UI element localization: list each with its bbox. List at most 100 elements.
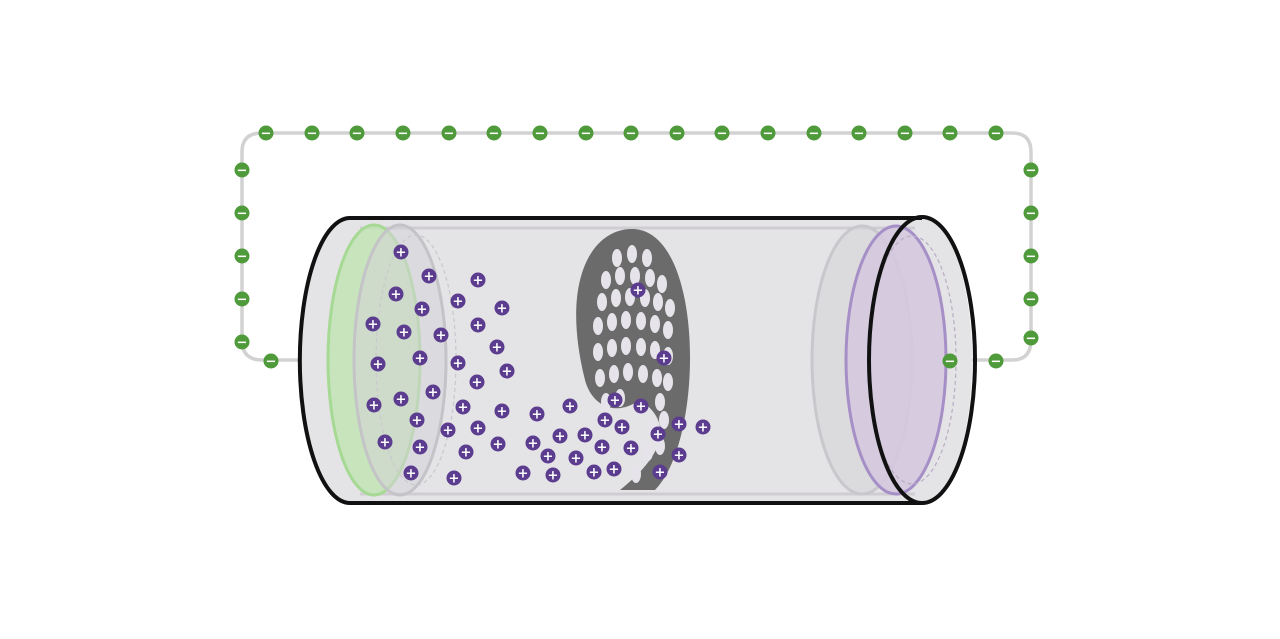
positive-charge-icon: + [499, 363, 515, 380]
svg-text:−: − [266, 355, 277, 370]
positive-charge-icon: + [606, 461, 622, 478]
cathode-plate [810, 224, 957, 496]
svg-text:+: + [428, 386, 439, 401]
svg-text:−: − [261, 127, 272, 142]
negative-charge-icon: − [623, 125, 639, 142]
negative-charge-icon: − [258, 125, 274, 142]
positive-charge-icon: + [633, 398, 649, 415]
positive-charge-icon: + [455, 399, 471, 416]
svg-text:+: + [633, 284, 644, 299]
svg-text:+: + [453, 357, 464, 372]
positive-charge-icon: + [393, 244, 409, 261]
svg-text:−: − [991, 127, 1002, 142]
negative-charge-icon: − [263, 353, 279, 370]
svg-text:+: + [626, 442, 637, 457]
positive-charge-icon: + [568, 450, 584, 467]
positive-charge-icon: + [490, 436, 506, 453]
positive-charge-icon: + [412, 350, 428, 367]
svg-text:+: + [597, 441, 608, 456]
positive-charge-icon: + [630, 282, 646, 299]
svg-text:+: + [396, 246, 407, 261]
svg-text:−: − [398, 127, 409, 142]
negative-charge-icon: − [806, 125, 822, 142]
svg-text:+: + [698, 421, 709, 436]
svg-text:−: − [444, 127, 455, 142]
svg-text:+: + [580, 429, 591, 444]
svg-text:−: − [854, 127, 865, 142]
cell-outline [297, 216, 922, 505]
negative-charge-icon: − [234, 291, 250, 308]
svg-text:+: + [369, 399, 380, 414]
positive-charge-icon: + [409, 412, 425, 429]
positive-charge-icon: + [370, 356, 386, 373]
svg-text:−: − [489, 127, 500, 142]
positive-charge-icon: + [494, 300, 510, 317]
svg-text:+: + [453, 295, 464, 310]
positive-charge-icon: + [365, 316, 381, 333]
negative-charge-icon: − [760, 125, 776, 142]
svg-text:+: + [543, 450, 554, 465]
negative-charge-icon: − [486, 125, 502, 142]
svg-text:−: − [900, 127, 911, 142]
svg-text:+: + [443, 424, 454, 439]
positive-charge-icon: + [614, 419, 630, 436]
svg-text:+: + [659, 352, 670, 367]
svg-text:+: + [493, 438, 504, 453]
svg-text:−: − [581, 127, 592, 142]
svg-text:−: − [352, 127, 363, 142]
positive-charge-icon: + [671, 416, 687, 433]
positive-charge-icon: + [695, 419, 711, 436]
positive-charge-icon: + [577, 427, 593, 444]
svg-text:−: − [535, 127, 546, 142]
cell-cap [867, 215, 977, 505]
svg-text:+: + [565, 400, 576, 415]
svg-text:+: + [424, 270, 435, 285]
negative-charge-icon: − [1023, 248, 1039, 265]
svg-text:+: + [473, 319, 484, 334]
svg-text:+: + [497, 302, 508, 317]
positive-charge-icon: + [446, 470, 462, 487]
svg-text:−: − [717, 127, 728, 142]
negative-charge-icon: − [304, 125, 320, 142]
negative-charge-icon: − [395, 125, 411, 142]
positive-charge-icon: + [623, 440, 639, 457]
positive-charge-icon: + [597, 412, 613, 429]
negative-charge-icon: − [669, 125, 685, 142]
positive-charge-icon: + [440, 422, 456, 439]
negative-charge-icon: − [1023, 330, 1039, 347]
positive-charge-icon: + [421, 268, 437, 285]
positive-charge-icon: + [652, 464, 668, 481]
positive-charge-icon: + [586, 464, 602, 481]
positive-charge-icon: + [671, 447, 687, 464]
svg-text:+: + [412, 414, 423, 429]
svg-text:−: − [1026, 164, 1037, 179]
negative-charge-icon: − [714, 125, 730, 142]
positive-charge-icon: + [650, 426, 666, 443]
positive-charge-icon: + [540, 448, 556, 465]
svg-text:+: + [473, 274, 484, 289]
negative-charge-icon: − [234, 248, 250, 265]
svg-text:+: + [532, 408, 543, 423]
positive-charge-icon: + [396, 324, 412, 341]
positive-charge-icon: + [515, 465, 531, 482]
svg-text:+: + [449, 472, 460, 487]
positive-charge-icon: + [656, 350, 672, 367]
negative-charge-icon: − [942, 353, 958, 370]
svg-text:+: + [391, 288, 402, 303]
positive-charge-icon: + [489, 339, 505, 356]
positive-charge-icon: + [366, 397, 382, 414]
positive-charge-icon: + [552, 428, 568, 445]
svg-text:+: + [497, 405, 508, 420]
svg-text:−: − [1026, 207, 1037, 222]
svg-text:+: + [380, 436, 391, 451]
positive-charge-icon: + [433, 327, 449, 344]
svg-text:+: + [473, 422, 484, 437]
svg-text:+: + [589, 466, 600, 481]
positive-charge-icon: + [470, 317, 486, 334]
svg-text:−: − [626, 127, 637, 142]
svg-text:−: − [237, 164, 248, 179]
positive-charge-icon: + [393, 391, 409, 408]
negative-charge-icon: − [988, 353, 1004, 370]
